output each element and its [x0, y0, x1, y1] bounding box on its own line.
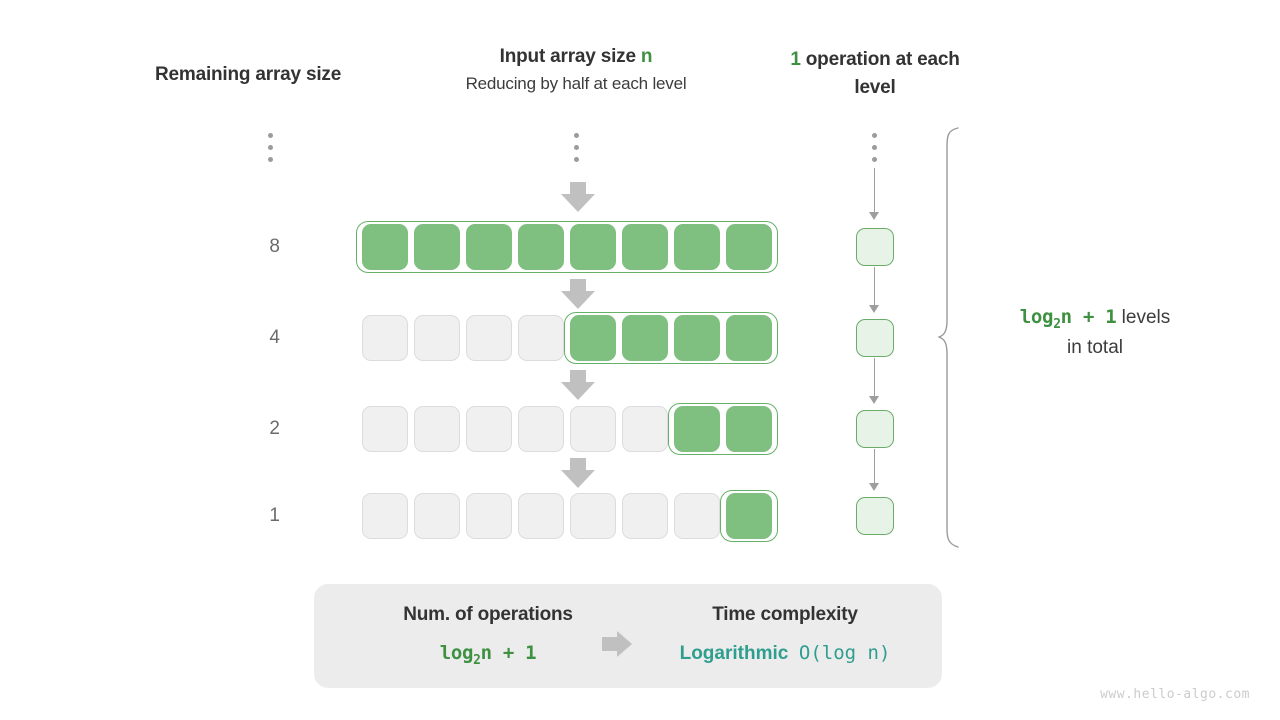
header-input-array: Input array size n Reducing by half at e…: [400, 46, 752, 94]
operation-box-level-1: [856, 497, 894, 535]
operation-box-level-8: [856, 228, 894, 266]
ellipsis-right-column: [872, 133, 877, 162]
array-cell-inactive: [622, 493, 668, 539]
summary-complexity-word: Logarithmic: [679, 643, 789, 664]
header-input-array-accent: n: [640, 46, 653, 67]
levels-brace: [936, 126, 968, 555]
ellipsis-left-column: [268, 133, 273, 162]
split-arrow-4: [561, 458, 595, 488]
summary-complexity-title: Time complexity: [712, 604, 858, 625]
row-label-1: 1: [269, 505, 280, 526]
split-arrow-1: [561, 182, 595, 212]
array-cell-active: [726, 224, 772, 270]
array-cell-inactive: [362, 315, 408, 361]
header-operations-accent: 1: [790, 49, 801, 70]
levels-note-formula: log2n + 1: [1019, 306, 1117, 332]
array-cell-active: [414, 224, 460, 270]
header-input-array-subtitle: Reducing by half at each level: [465, 74, 687, 93]
summary-operations-value: log2n + 1: [439, 642, 537, 668]
array-cell-active: [726, 493, 772, 539]
watermark: www.hello-algo.com: [1100, 687, 1250, 702]
summary-operations-title: Num. of operations: [403, 604, 573, 625]
row-label-8: 8: [269, 236, 280, 257]
array-cell-inactive: [414, 406, 460, 452]
array-cell-inactive: [518, 406, 564, 452]
active-range-outline: [564, 312, 778, 364]
summary-arrow-icon: [602, 631, 632, 657]
header-operations-text: operation at each level: [800, 49, 960, 98]
header-remaining-array-size: Remaining array size: [155, 64, 342, 85]
array-cell-active: [674, 406, 720, 452]
array-cell-inactive: [466, 493, 512, 539]
array-cell-inactive: [466, 315, 512, 361]
array-cell-inactive: [414, 315, 460, 361]
array-cell-active: [518, 224, 564, 270]
levels-note-line2: in total: [1067, 337, 1123, 359]
array-cell-active: [674, 315, 720, 361]
array-cell-inactive: [362, 493, 408, 539]
array-cell-active: [674, 224, 720, 270]
op-arrow-3: [869, 449, 880, 491]
summary-panel: Num. of operations log2n + 1 Time comple…: [314, 584, 942, 688]
operation-box-level-2: [856, 410, 894, 448]
active-range-outline: [356, 221, 778, 273]
split-arrow-2: [561, 279, 595, 309]
array-cell-active: [726, 315, 772, 361]
row-label-4: 4: [269, 327, 280, 348]
active-range-outline: [668, 403, 778, 455]
array-cell-active: [622, 224, 668, 270]
array-cell-inactive: [518, 315, 564, 361]
summary-complexity-value: Logarithmic O(log n): [644, 642, 926, 665]
array-cell-inactive: [362, 406, 408, 452]
array-cell-active: [570, 224, 616, 270]
header-operations: 1 operation at each level: [784, 46, 966, 101]
levels-note-line1: log2n + 1 levels: [980, 303, 1210, 334]
array-cell-active: [622, 315, 668, 361]
array-cell-inactive: [622, 406, 668, 452]
op-arrow-2: [869, 358, 880, 404]
array-cell-inactive: [570, 406, 616, 452]
operation-box-level-4: [856, 319, 894, 357]
summary-complexity-notation: O(log n): [798, 642, 891, 664]
array-cell-active: [466, 224, 512, 270]
levels-note: log2n + 1 levels in total: [980, 303, 1210, 363]
array-cell-inactive: [414, 493, 460, 539]
array-cell-inactive: [518, 493, 564, 539]
summary-operations: Num. of operations log2n + 1: [338, 604, 638, 668]
ellipsis-middle-column: [574, 133, 579, 162]
split-arrow-3: [561, 370, 595, 400]
row-label-2: 2: [269, 418, 280, 439]
array-cell-active: [362, 224, 408, 270]
array-cell-inactive: [466, 406, 512, 452]
header-input-array-title: Input array size n: [400, 46, 752, 68]
levels-note-suffix: levels: [1116, 307, 1171, 328]
array-cell-inactive: [674, 493, 720, 539]
op-arrow-1: [869, 267, 880, 313]
array-cell-inactive: [570, 493, 616, 539]
array-cell-active: [570, 315, 616, 361]
summary-complexity: Time complexity Logarithmic O(log n): [644, 604, 926, 665]
array-cell-active: [726, 406, 772, 452]
active-range-outline: [720, 490, 778, 542]
header-input-array-title-text: Input array size: [499, 46, 641, 67]
op-arrow-0: [869, 168, 880, 220]
